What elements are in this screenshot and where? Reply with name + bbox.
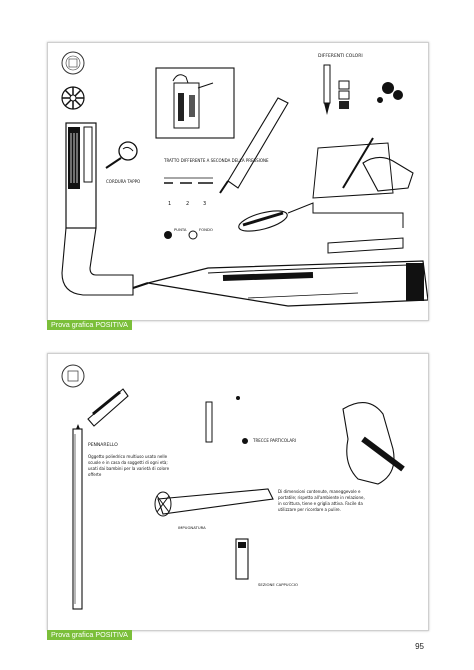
packaging-sketch: [155, 67, 235, 139]
caption-sheet-2: Prova grafica POSITIVA: [47, 630, 132, 640]
page-number: 95: [415, 642, 424, 651]
sketch-sheet-1: CORDURA TAPPO TRATTO DIFFERENTE A SECOND…: [47, 42, 429, 321]
marker-sketch-drawing-1: CORDURA TAPPO TRATTO DIFFERENTE A SECOND…: [61, 51, 428, 307]
pressure-number-2: 2: [186, 201, 189, 207]
school-stamp: [61, 51, 85, 75]
pressure-lines: TRATTO DIFFERENTE A SECONDA DELLA PRESSI…: [163, 158, 269, 207]
pennarello-label: PENNARELLO: [88, 442, 118, 448]
marker-end-view: [61, 86, 85, 110]
school-stamp: [61, 364, 85, 388]
colori-label: TRECCE PARTICOLARI: [252, 438, 296, 443]
tratto-label: TRATTO DIFFERENTE A SECONDA DELLA PRESSI…: [163, 158, 269, 163]
hand-writing-sketch: [312, 137, 414, 199]
pressure-number-3: 3: [203, 201, 206, 207]
fondo-label: FONDO: [199, 227, 213, 232]
pressure-number-1: 1: [168, 201, 171, 207]
vertical-marker-sketch: [72, 424, 83, 610]
magnifier-icon: [105, 141, 138, 169]
marker-cap-drawing: [61, 122, 134, 296]
cordura-tappo-label: CORDURA TAPPO: [106, 179, 140, 184]
marker-sketch-drawing-2: PENNARELLO Oggetto poliedrico multiuso u…: [61, 364, 405, 610]
marker-cap-sketch: [87, 388, 129, 427]
diagonal-marker-sketch: IMPUGNATURA: [154, 488, 274, 530]
marker-diagonal-sketch: [219, 97, 289, 194]
caption-sheet-1: Prova grafica POSITIVA: [47, 320, 132, 330]
long-marker-sketch: [132, 260, 428, 307]
punta-label: PUNTA: [174, 227, 187, 232]
tip-details: PUNTA FONDO: [164, 202, 404, 254]
sezione-cappuccio-label: SEZIONE CAPPUCCIO: [258, 582, 298, 587]
impugnatura-label: IMPUGNATURA: [178, 525, 206, 530]
sketch-sheet-2: PENNARELLO Oggetto poliedrico multiuso u…: [47, 353, 429, 631]
hand-sketch: [342, 402, 405, 485]
small-marker-sketch: TRECCE PARTICOLARI: [205, 396, 296, 444]
cap-section-sketch: SEZIONE CAPPUCCIO: [235, 538, 298, 587]
colors-sketch: DIFFERENTI COLORI: [318, 53, 403, 115]
technical-description: Di dimensioni contenute, maneggevole e p…: [278, 489, 365, 512]
differenti-colori-label: DIFFERENTI COLORI: [318, 53, 363, 59]
pennarello-description: Oggetto poliedrico multiuso usato nelle …: [88, 454, 169, 477]
